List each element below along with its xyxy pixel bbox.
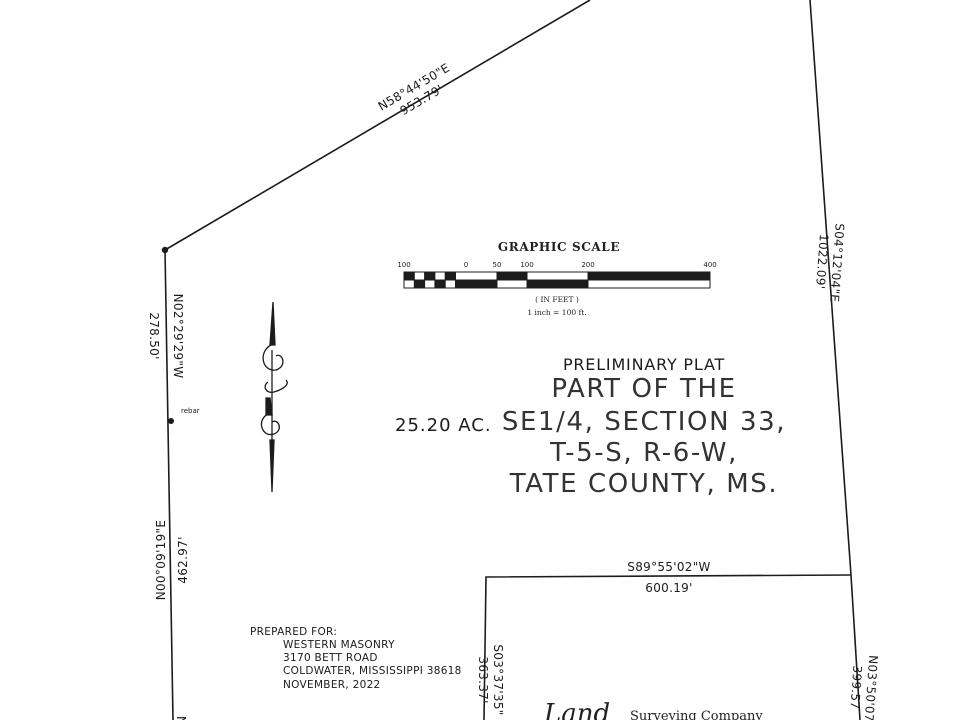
- company-name: Surveying Company: [630, 709, 763, 720]
- title-block: PRELIMINARY PLAT PART OF THE SE1/4, SECT…: [502, 355, 786, 499]
- west-boundary: [164, 249, 174, 720]
- title-line-township: T-5-S, R-6-W,: [549, 438, 738, 468]
- inner-east-distance: 363.37': [476, 656, 490, 703]
- scale-tick-label: 0: [464, 261, 468, 269]
- east-upper-boundary: [809, 0, 852, 576]
- rebar-point: [168, 418, 174, 424]
- scale-tick-label: 50: [493, 261, 502, 269]
- east-upper-distance: 1022.09': [813, 234, 831, 290]
- graphic-scale: GRAPHIC SCALE 100 0 50 100 200 400: [397, 240, 716, 317]
- east-upper-bearing: S04°12'04"E: [827, 223, 846, 303]
- acreage-label: 25.20 AC.: [395, 415, 492, 436]
- corner-point: [161, 246, 169, 254]
- north-arrow-icon: [260, 301, 288, 493]
- title-line-section: SE1/4, SECTION 33,: [502, 407, 786, 437]
- prepared-for-date: NOVEMBER, 2022: [283, 679, 381, 691]
- scale-tick-label: 200: [581, 261, 594, 269]
- prepared-for-block: PREPARED FOR: WESTERN MASONRY 3170 BETT …: [250, 626, 462, 691]
- scale-tick-labels: 100 0 50 100 200 400: [397, 261, 716, 269]
- inner-east-bearing: S03°37'35": [491, 644, 505, 715]
- graphic-scale-ratio: 1 inch = 100 ft.: [527, 308, 586, 317]
- south-jog-boundary: [483, 574, 852, 720]
- east-lower-distance: 399.57: [848, 665, 865, 710]
- graphic-scale-title: GRAPHIC SCALE: [498, 240, 620, 254]
- title-line-county: TATE COUNTY, MS.: [509, 469, 778, 499]
- boundary-lines: [164, 0, 861, 720]
- graphic-scale-unit: ( IN FEET ): [535, 295, 579, 304]
- rebar-label: rebar: [181, 407, 200, 415]
- prepared-for-heading: PREPARED FOR:: [250, 626, 337, 638]
- east-lower-bearing: N03°50'07: [862, 655, 881, 720]
- scale-tick-label: 100: [520, 261, 533, 269]
- south-jog-distance: 600.19': [645, 581, 692, 595]
- west-lower-distance: 462.97': [176, 536, 190, 583]
- title-line-part: PART OF THE: [551, 374, 736, 404]
- northwest-boundary: [164, 0, 591, 251]
- company-logo: Land Surveying Company: [543, 699, 763, 720]
- title-line-preliminary: PRELIMINARY PLAT: [563, 355, 725, 374]
- scale-tick-label: 400: [703, 261, 716, 269]
- south-jog-bearing: S89°55'02"W: [627, 560, 710, 574]
- scale-tick-label: 100: [397, 261, 410, 269]
- edge-letter: N: [174, 716, 188, 720]
- prepared-for-address: 3170 BETT ROAD: [283, 652, 378, 664]
- prepared-for-name: WESTERN MASONRY: [283, 639, 395, 651]
- company-script: Land: [543, 699, 610, 720]
- west-upper-distance: 278.50': [147, 312, 161, 359]
- west-lower-bearing: N00°09'19"E: [154, 520, 168, 601]
- prepared-for-city: COLDWATER, MISSISSIPPI 38618: [283, 665, 462, 677]
- west-upper-bearing: N02°29'29"W: [171, 294, 185, 379]
- scale-bar: [403, 271, 711, 289]
- east-lower-boundary: [850, 574, 861, 720]
